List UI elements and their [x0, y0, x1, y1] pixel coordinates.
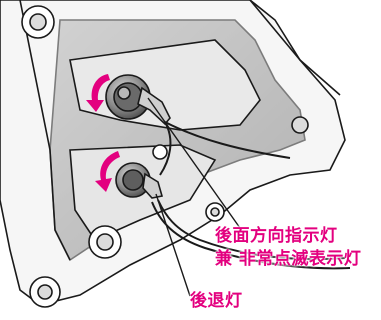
mounting-bosses	[21, 5, 309, 308]
upper-bulb-socket	[105, 74, 171, 126]
counterclockwise-arrow-icon	[95, 151, 120, 192]
rear-turn-signal-label: 後面方向指示灯	[215, 226, 338, 246]
counterclockwise-arrow-icon	[86, 74, 110, 112]
lower-bulb-socket	[115, 162, 164, 199]
hazard-warning-indicator-label: 兼 非常点滅表示灯	[215, 249, 362, 269]
rotation-arrows	[86, 74, 120, 192]
leader-lines	[147, 97, 241, 297]
backup-lamp-label: 後退灯	[190, 291, 243, 311]
wiring-harness	[151, 121, 351, 270]
